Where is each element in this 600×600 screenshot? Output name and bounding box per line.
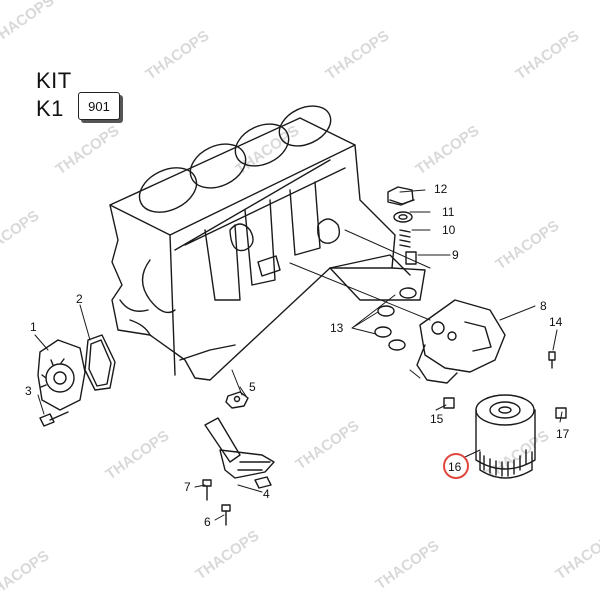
pump-bolt[interactable]: [39, 411, 69, 427]
watermark-text: THACOPS: [0, 547, 52, 600]
callout-8: 8: [540, 299, 547, 313]
relief-valve[interactable]: [405, 251, 417, 265]
watermark-text: THACOPS: [513, 27, 583, 83]
watermark-text: THACOPS: [413, 122, 483, 178]
callout-1: 1: [30, 320, 37, 334]
engine-block[interactable]: [109, 98, 426, 381]
callout-3: 3: [25, 384, 32, 398]
strainer-bolt-7[interactable]: [202, 479, 212, 501]
watermark-text: THACOPS: [53, 122, 123, 178]
callout-2: 2: [76, 292, 83, 306]
watermark-text: THACOPS: [0, 207, 42, 263]
callout-16: 16: [448, 460, 462, 474]
watermark-text: THACOPS: [323, 27, 393, 83]
callout-11: 11: [442, 205, 455, 219]
callout-7: 7: [184, 480, 191, 494]
relief-spring[interactable]: [399, 229, 411, 248]
strainer-bolt-6[interactable]: [221, 504, 231, 526]
watermark-text: THACOPS: [193, 527, 263, 583]
highlight-circle[interactable]: [443, 453, 469, 479]
drain-fitting[interactable]: [443, 397, 455, 409]
watermark-text: THACOPS: [293, 417, 363, 473]
leader-lines: [34, 189, 563, 521]
watermark-text: THACOPS: [493, 217, 563, 273]
kit-code-box[interactable]: 901: [78, 92, 120, 120]
callout-14: 14: [549, 315, 563, 329]
oil-pump[interactable]: [37, 339, 86, 411]
filter-head[interactable]: [416, 299, 506, 384]
oil-filter[interactable]: [475, 394, 536, 479]
callout-10: 10: [442, 223, 456, 237]
oil-strainer[interactable]: [204, 417, 275, 489]
watermark-text: THACOPS: [373, 537, 443, 593]
callout-labels: 1 2 3 4 5 6 7 8 9 10 11 12 13 14 15 16 1…: [25, 182, 570, 529]
callout-17: 17: [556, 427, 570, 441]
callout-6: 6: [204, 515, 211, 529]
sealing-washer[interactable]: [393, 211, 413, 223]
callout-9: 9: [452, 248, 459, 262]
callout-5: 5: [249, 380, 256, 394]
oil-cap[interactable]: [387, 186, 415, 206]
strainer-gasket[interactable]: [225, 391, 249, 409]
pump-gasket[interactable]: [84, 334, 116, 391]
watermark-text: THACOPS: [553, 527, 600, 583]
callout-15: 15: [430, 412, 444, 426]
callout-13: 13: [330, 321, 344, 335]
watermark-text: THACOPS: [483, 427, 553, 483]
watermark-text: THACOPS: [0, 0, 57, 48]
callout-4: 4: [263, 487, 270, 501]
k1-label: K1: [36, 96, 64, 121]
o-rings[interactable]: [374, 287, 417, 351]
callout-12: 12: [434, 182, 448, 196]
sensor-fitting[interactable]: [555, 407, 567, 419]
kit-label: KIT: [36, 68, 72, 93]
mount-bolt[interactable]: [548, 351, 556, 369]
watermark-text: THACOPS: [143, 27, 213, 83]
watermark-text: THACOPS: [103, 427, 173, 483]
